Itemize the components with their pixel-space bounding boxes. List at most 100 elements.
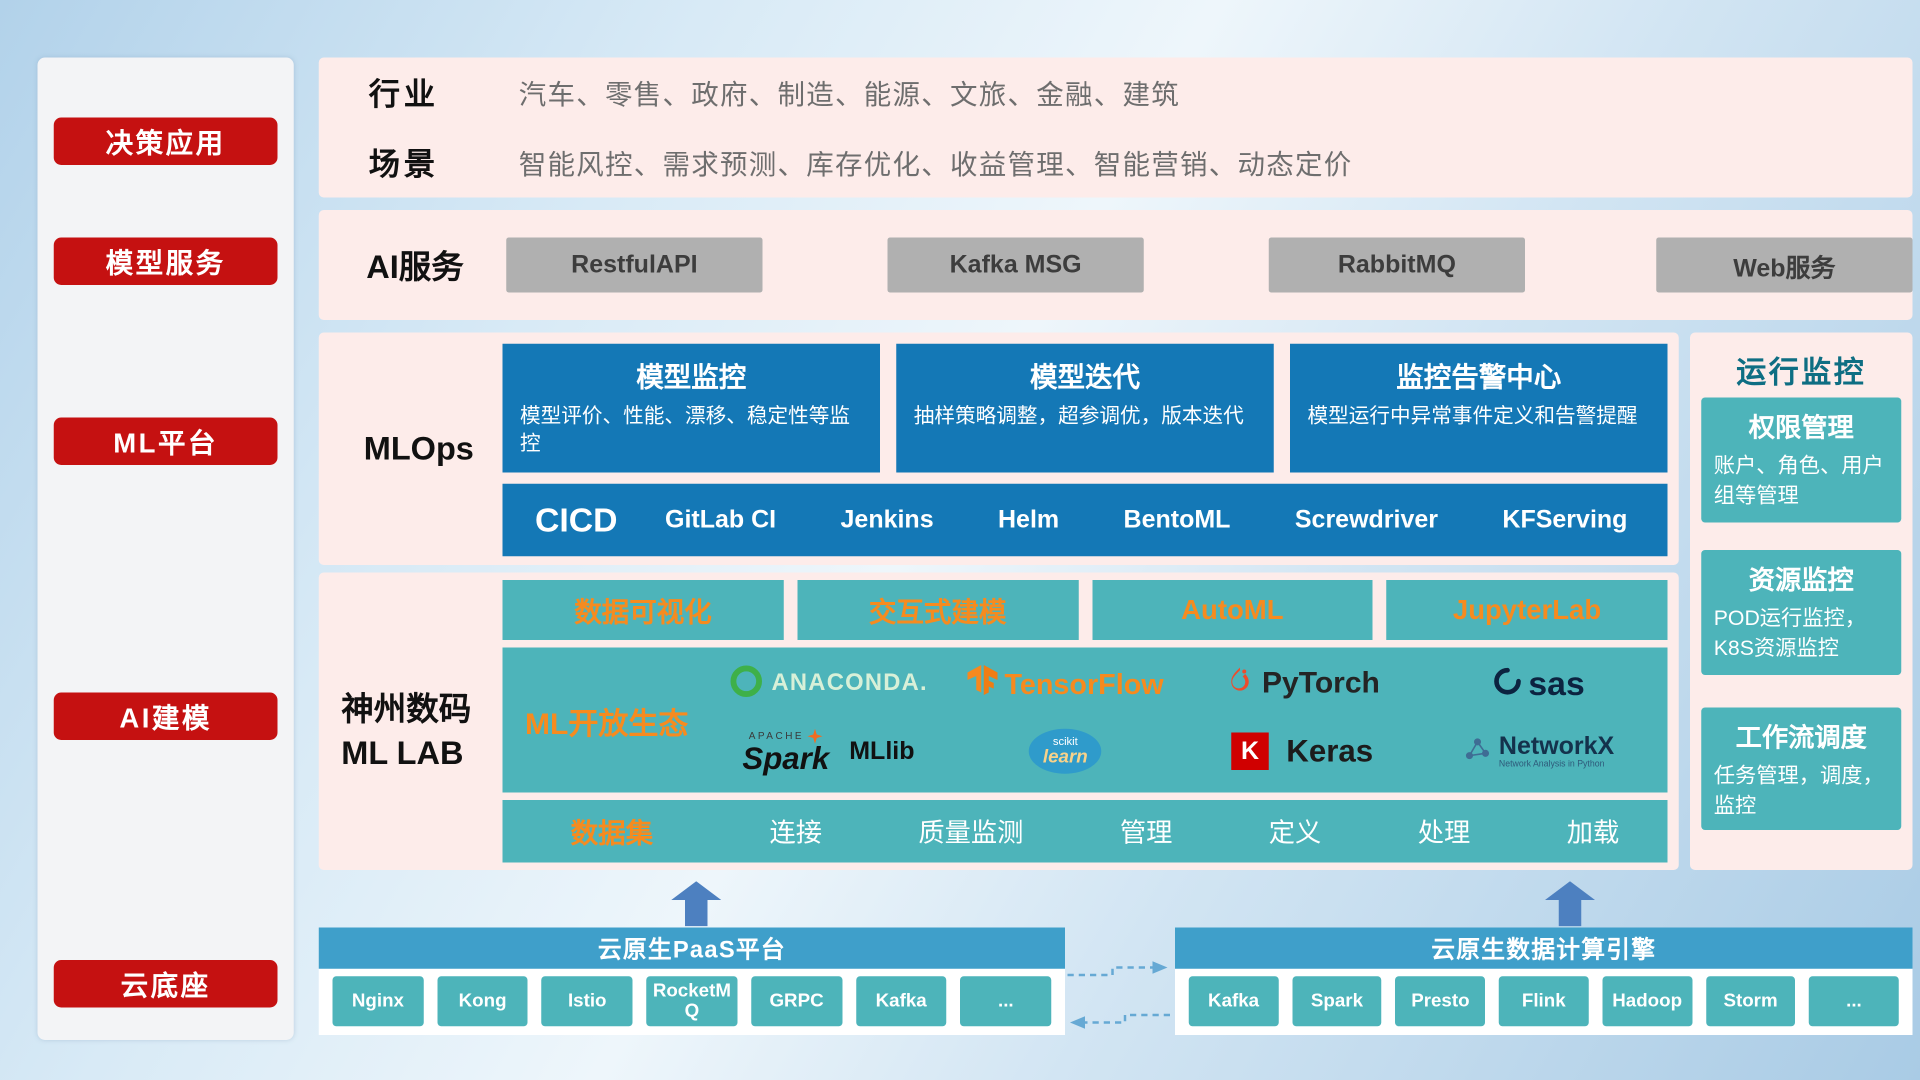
dataset-item: 处理	[1417, 818, 1471, 848]
dataset-items: 连接 质量监测 管理 定义 处理 加载	[721, 813, 1667, 851]
permission-mgmt-card: 权限管理 账户、角色、用户组等管理	[1701, 397, 1902, 523]
scikit-learn-icon: scikit learn	[1029, 728, 1102, 774]
ai-service-panel: AI服务 RestfulAPI Kafka MSG RabbitMQ Web服务	[318, 210, 1913, 320]
scenario-row: 场景 智能风控、需求预测、库存优化、收益管理、智能营销、动态定价	[319, 128, 1913, 198]
ml-lab-panel: 神州数码 ML LAB 数据可视化 交互式建模 AutoML JupyterLa…	[318, 572, 1679, 870]
sas-icon	[1493, 667, 1521, 701]
rocketmq-chip: RocketMQ	[646, 976, 738, 1027]
ml-lab-label-line2: ML LAB	[341, 733, 464, 772]
layer-cloud-base: 云底座	[53, 960, 278, 1008]
industry-label: 行业	[368, 77, 439, 113]
dataset-label: 数据集	[570, 817, 654, 849]
paas-components: Nginx Kong Istio RocketMQ GRPC Kafka ...	[319, 969, 1065, 1027]
ai-service-label: AI服务	[366, 248, 464, 286]
card-desc: 模型评价、性能、漂移、稳定性等监控	[520, 405, 850, 456]
spark-star-icon	[807, 728, 823, 744]
cicd-items: GitLab CI Jenkins Helm BentoML Screwdriv…	[665, 506, 1635, 535]
flink-chip: Flink	[1498, 976, 1589, 1027]
card-title: 监控告警中心	[1396, 361, 1562, 393]
apache-wordmark: APACHE	[748, 729, 805, 741]
pytorch-logo: PyTorch	[1184, 664, 1421, 703]
cicd-item: Jenkins	[840, 505, 934, 534]
layer-ai-modeling: AI建模	[53, 692, 278, 740]
card-title: 权限管理	[1748, 413, 1854, 443]
card-title: 资源监控	[1748, 566, 1854, 595]
data-engine-title: 云原生数据计算引擎	[1175, 927, 1913, 969]
keras-wordmark: Keras	[1286, 733, 1374, 769]
card-desc: POD运行监控，K8S资源监控	[1713, 606, 1867, 660]
data-engine-strip: 云原生数据计算引擎 Kafka Spark Presto Flink Hadoo…	[1175, 927, 1913, 1035]
spark-mllib-logo: APACHE Spark MLlib	[710, 728, 947, 774]
cicd-item: KFServing	[1502, 505, 1628, 534]
industry-scenario-panel: 行业 汽车、零售、政府、制造、能源、文旅、金融、建筑 场景 智能风控、需求预测、…	[318, 57, 1913, 198]
networkx-wordmark: NetworkX	[1498, 732, 1615, 761]
cicd-bar: CICD GitLab CI Jenkins Helm BentoML Scre…	[502, 483, 1668, 557]
keras-icon: K	[1231, 732, 1269, 770]
layer-decision-apps: 决策应用	[53, 117, 278, 165]
spark-icon: APACHE Spark	[742, 728, 829, 774]
spark-wordmark: Spark	[742, 740, 830, 776]
data-visualization-chip: 数据可视化	[502, 580, 784, 640]
mllib-wordmark: MLlib	[849, 736, 915, 765]
rabbitmq-button: RabbitMQ	[1268, 237, 1525, 293]
scenario-label: 场景	[368, 147, 439, 183]
ml-lab-label-line1: 神州数码	[341, 690, 472, 728]
model-iteration-card: 模型迭代 抽样策略调整，超参调优，版本迭代	[896, 343, 1274, 473]
card-desc: 抽样策略调整，超参调优，版本迭代	[913, 405, 1244, 428]
cicd-title: CICD	[535, 500, 618, 539]
layer-rail: 决策应用 模型服务 ML平台 AI建模 云底座	[37, 57, 294, 1040]
kafka-chip: Kafka	[855, 976, 947, 1027]
up-arrow-icon	[1545, 881, 1595, 927]
jupyterlab-chip: JupyterLab	[1386, 580, 1668, 640]
sas-wordmark: sas	[1528, 664, 1585, 702]
restful-api-button: RestfulAPI	[506, 237, 763, 293]
dataset-item: 质量监测	[918, 818, 1024, 848]
web-service-button: Web服务	[1656, 237, 1913, 293]
cicd-item: Screwdriver	[1294, 505, 1439, 534]
mlops-cards: 模型监控 模型评价、性能、漂移、稳定性等监控 模型迭代 抽样策略调整，超参调优，…	[502, 343, 1668, 473]
more-chip: ...	[1809, 976, 1899, 1027]
industry-list: 汽车、零售、政府、制造、能源、文旅、金融、建筑	[518, 78, 1181, 110]
scenario-list: 智能风控、需求预测、库存优化、收益管理、智能营销、动态定价	[518, 148, 1353, 180]
keras-logo: K Keras	[1184, 732, 1421, 770]
dataset-item: 定义	[1268, 818, 1322, 848]
presto-chip: Presto	[1395, 976, 1486, 1027]
ml-lab-label: 神州数码 ML LAB	[341, 688, 504, 776]
istio-chip: Istio	[541, 976, 633, 1027]
paas-platform-strip: 云原生PaaS平台 Nginx Kong Istio RocketMQ GRPC…	[318, 927, 1065, 1035]
storm-chip: Storm	[1705, 976, 1796, 1027]
ecosystem-logos: ANACONDA. TensorFlow	[700, 648, 1668, 793]
card-title: 模型监控	[636, 361, 747, 393]
scikit-learn-logo: scikit learn	[947, 728, 1184, 774]
model-monitoring-card: 模型监控 模型评价、性能、漂移、稳定性等监控	[502, 343, 880, 473]
cicd-item: Helm	[998, 505, 1060, 534]
layer-ml-platform: ML平台	[53, 417, 278, 465]
tensorflow-logo: TensorFlow	[947, 664, 1184, 703]
networkx-subtitle: Network Analysis in Python	[1498, 760, 1605, 769]
kong-chip: Kong	[437, 976, 529, 1027]
anaconda-icon	[729, 663, 764, 704]
grpc-chip: GRPC	[751, 976, 842, 1027]
card-desc: 模型运行中异常事件定义和告警提醒	[1307, 405, 1638, 428]
networkx-icon	[1464, 734, 1492, 768]
data-engine-components: Kafka Spark Presto Flink Hadoop Storm ..…	[1175, 969, 1913, 1027]
learn-wordmark: learn	[1042, 746, 1088, 768]
ml-lab-tools-row: 数据可视化 交互式建模 AutoML JupyterLab	[502, 580, 1668, 640]
pytorch-wordmark: PyTorch	[1262, 666, 1380, 700]
more-chip: ...	[960, 976, 1052, 1027]
sas-logo: sas	[1421, 664, 1658, 703]
dataset-item: 管理	[1119, 818, 1173, 848]
mlops-panel: MLOps 模型监控 模型评价、性能、漂移、稳定性等监控 模型迭代 抽样策略调整…	[318, 332, 1679, 565]
cicd-item: BentoML	[1123, 505, 1231, 534]
tensorflow-wordmark: TensorFlow	[1004, 666, 1164, 700]
resource-monitoring-card: 资源监控 POD运行监控，K8S资源监控	[1701, 550, 1902, 675]
card-title: 工作流调度	[1735, 723, 1867, 753]
hadoop-chip: Hadoop	[1602, 976, 1692, 1027]
networkx-text: NetworkX Network Analysis in Python	[1499, 733, 1614, 770]
kafka-chip: Kafka	[1188, 976, 1279, 1027]
ecosystem-label: ML开放生态	[525, 706, 689, 741]
kafka-msg-button: Kafka MSG	[887, 237, 1144, 293]
industry-row: 行业 汽车、零售、政府、制造、能源、文旅、金融、建筑	[319, 58, 1913, 128]
pytorch-icon	[1225, 664, 1255, 703]
